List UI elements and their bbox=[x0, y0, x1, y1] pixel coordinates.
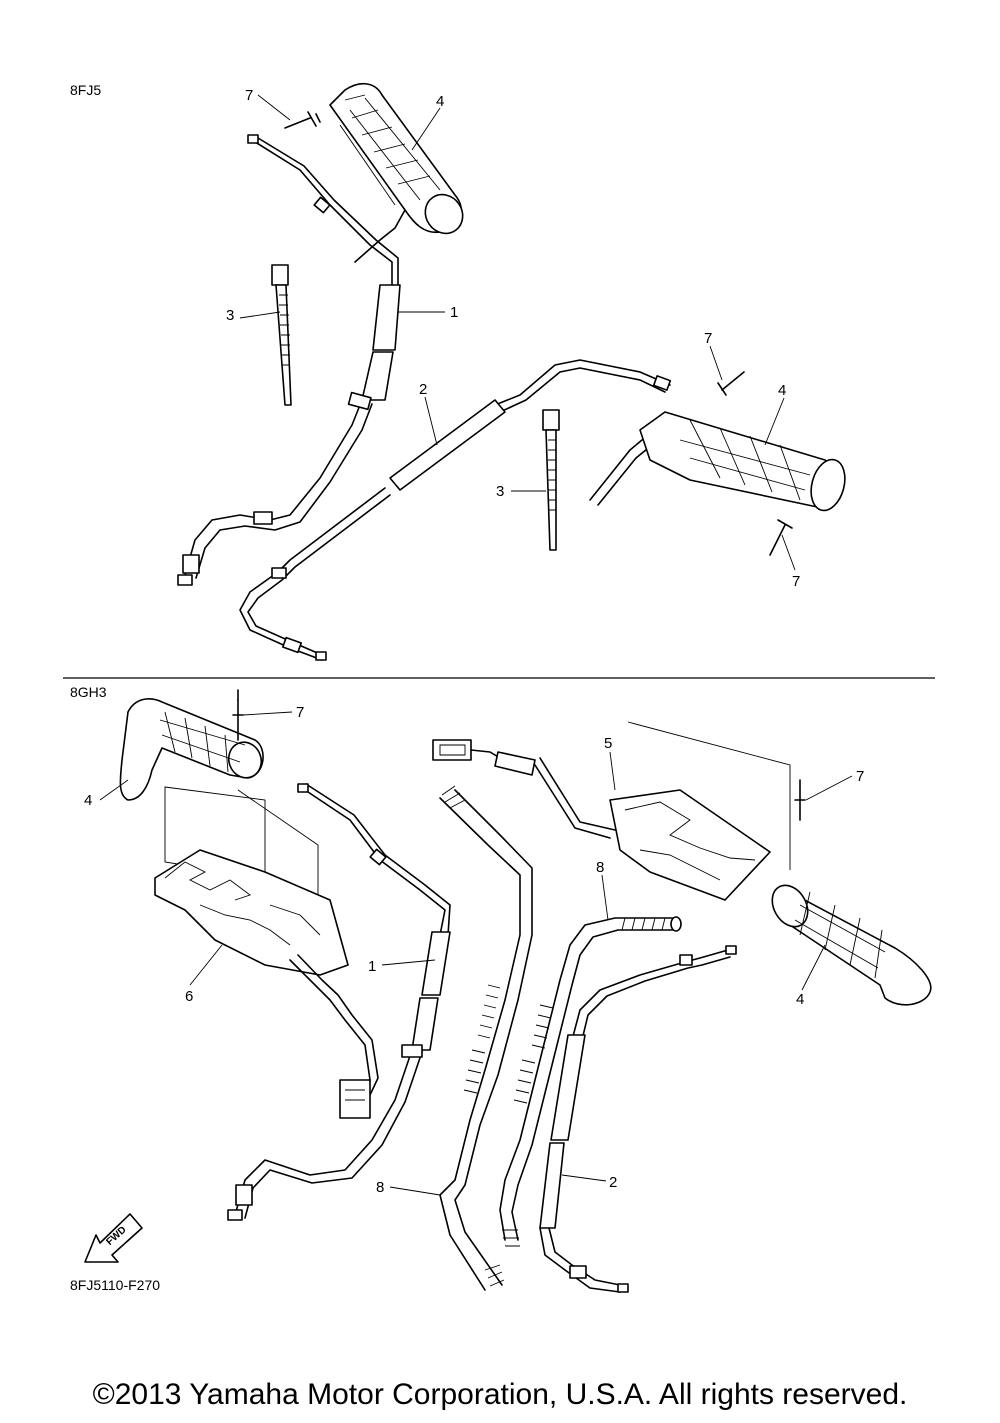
callout-number: 7 bbox=[704, 330, 712, 347]
figure-id: 8FJ5110-F270 bbox=[70, 1277, 160, 1293]
screw-top-right-upper bbox=[717, 371, 745, 396]
throttle-cable-2-top bbox=[239, 359, 672, 661]
grip-bottom-left bbox=[119, 698, 264, 801]
grip-top-left bbox=[329, 82, 464, 263]
grip-heater-left bbox=[154, 786, 379, 1119]
section-label-top: 8FJ5 bbox=[70, 82, 101, 98]
callouts-top: 7 4 3 1 2 7 4 3 7 bbox=[226, 87, 800, 590]
callout-number: 7 bbox=[296, 704, 304, 721]
callout-number: 4 bbox=[796, 991, 804, 1008]
screw-top-right-lower bbox=[769, 519, 793, 556]
throttle-cable-2-bottom bbox=[539, 945, 737, 1293]
callout-number: 7 bbox=[856, 768, 864, 785]
callout-number: 8 bbox=[376, 1179, 384, 1196]
copyright-notice: ©2013 Yamaha Motor Corporation, U.S.A. A… bbox=[92, 1378, 908, 1411]
callout-number: 4 bbox=[436, 93, 444, 110]
cable-tie-top-right bbox=[542, 409, 560, 551]
callout-number: 8 bbox=[596, 859, 604, 876]
handlebar-right bbox=[499, 916, 682, 1247]
screw-top-left bbox=[284, 111, 321, 129]
callout-number: 5 bbox=[604, 735, 612, 752]
callout-number: 7 bbox=[792, 573, 800, 590]
callout-number: 2 bbox=[609, 1174, 617, 1191]
callout-number: 4 bbox=[84, 792, 92, 809]
cable-tie-top-left bbox=[271, 264, 292, 406]
throttle-cable-bottom bbox=[227, 783, 451, 1221]
throttle-cable-top bbox=[177, 134, 401, 586]
callout-number: 1 bbox=[450, 304, 458, 321]
handlebar-left bbox=[439, 785, 533, 1291]
callout-number: 3 bbox=[226, 307, 234, 324]
callout-number: 4 bbox=[778, 382, 786, 399]
fwd-arrow-icon: FWD bbox=[84, 1213, 143, 1263]
screw-bottom-right bbox=[794, 779, 806, 821]
callout-number: 3 bbox=[496, 483, 504, 500]
grip-bottom-right bbox=[771, 884, 932, 1006]
grip-top-right bbox=[589, 411, 846, 512]
section-label-bottom: 8GH3 bbox=[70, 684, 107, 700]
callout-number: 7 bbox=[245, 87, 253, 104]
callout-number: 1 bbox=[368, 958, 376, 975]
callout-number: 6 bbox=[185, 988, 193, 1005]
callout-number: 2 bbox=[419, 381, 427, 398]
callouts-bottom: 7 4 6 1 8 5 7 8 4 2 bbox=[84, 704, 864, 1196]
grip-heater-right bbox=[432, 721, 791, 901]
